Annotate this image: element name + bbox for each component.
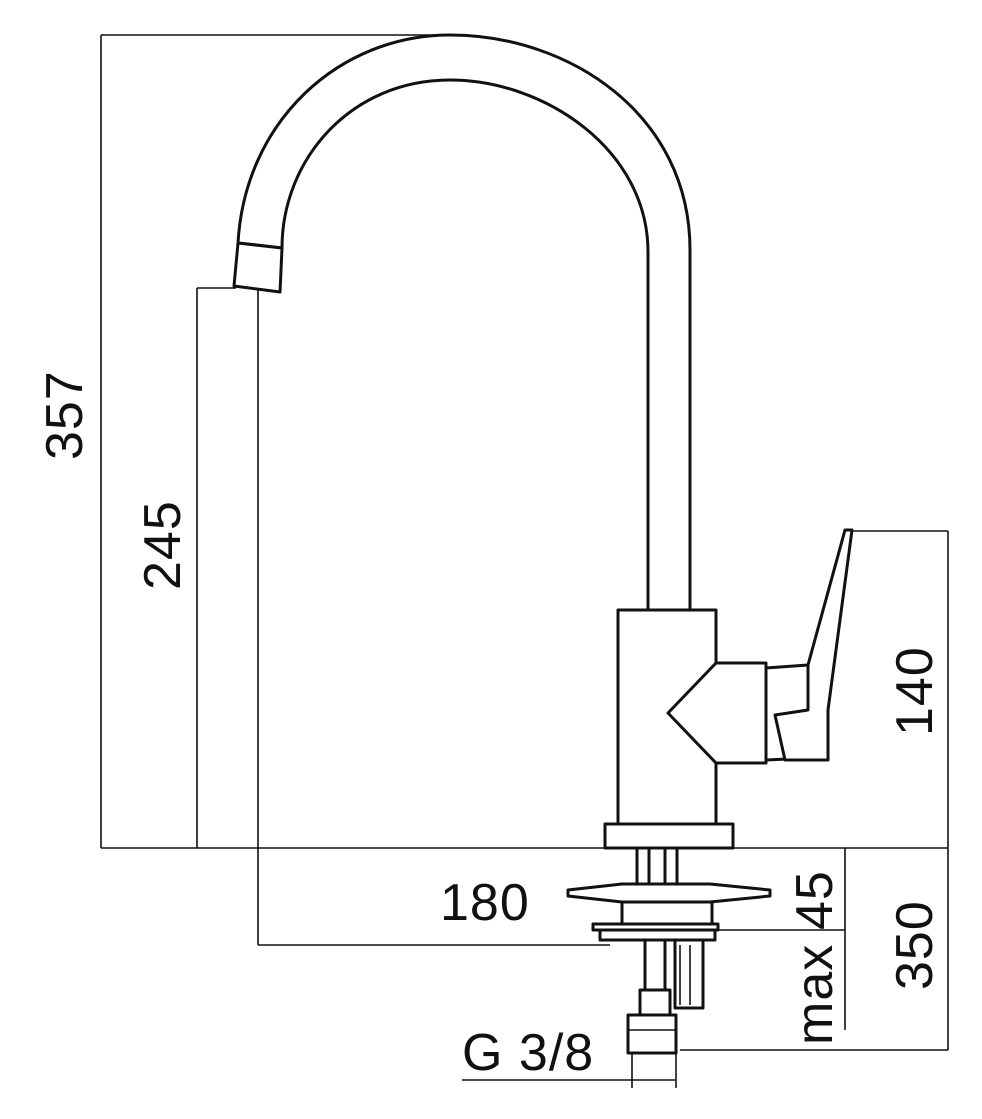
dim-spout-height: 245 [134, 500, 192, 590]
dim-connection: G 3/8 [462, 1024, 594, 1082]
dim-max-thickness: 45 [786, 870, 844, 930]
dim-total-height: 357 [36, 370, 94, 460]
mounting-hardware [566, 846, 772, 1055]
faucet-spout [232, 33, 692, 612]
dim-lever-height: 140 [886, 646, 944, 736]
dimension-lines [100, 34, 949, 1088]
dim-hose-length: 350 [886, 900, 944, 990]
dim-max-label: max [786, 944, 844, 1045]
faucet-body [603, 528, 854, 850]
dim-reach: 180 [440, 874, 530, 932]
